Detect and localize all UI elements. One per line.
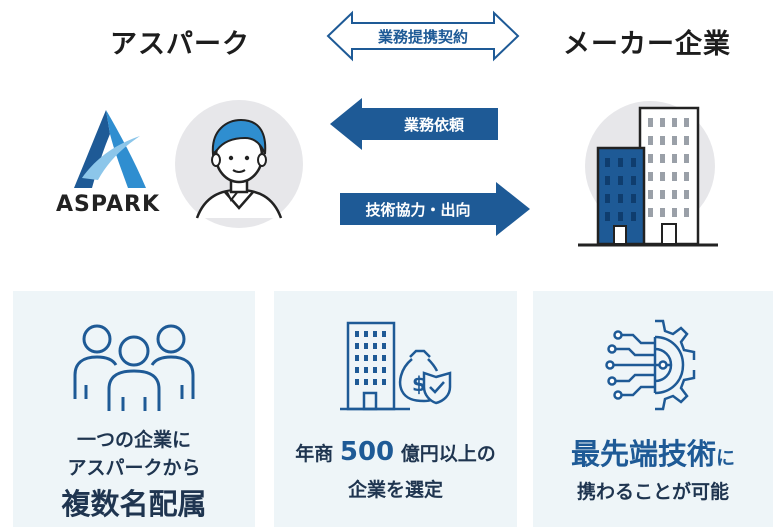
partnership-label: 業務提携契約	[377, 28, 468, 46]
svg-text:$: $	[412, 372, 426, 396]
panel3-highlight: 最先端技術	[570, 437, 716, 471]
aspark-logo-text: ASPARK	[56, 192, 160, 217]
panel2-line2: 企業を選定	[347, 479, 443, 501]
panel-company-selection: $ 年商 500 億円以上の 企業を選定	[274, 291, 517, 527]
request-arrow: 業務依頼	[330, 98, 498, 150]
cooperation-label: 技術協力・出向	[365, 201, 471, 219]
engineer-avatar	[175, 100, 303, 228]
cooperation-arrow: 技術協力・出向	[340, 182, 530, 236]
panel1-line1: 一つの企業に	[76, 429, 191, 451]
maker-company-building	[578, 100, 718, 248]
aspark-logo-mark-icon	[74, 110, 146, 188]
panel1-line3: 複数名配属	[61, 487, 207, 521]
panel1-line2: アスパークから	[67, 457, 201, 479]
panel2-number: 500	[339, 437, 395, 467]
building-icon	[578, 101, 718, 247]
gear-circuit-icon	[605, 319, 696, 411]
panel2-prefix: 年商	[295, 443, 334, 465]
engineer-person-icon	[175, 100, 303, 228]
panel2-line1: 年商 500 億円以上の	[274, 437, 517, 467]
panel-multiple-assignment: 一つの企業に アスパークから 複数名配属	[13, 291, 255, 527]
panel3-tail: に	[716, 447, 736, 469]
aspark-title: アスパーク	[110, 29, 250, 60]
panel2-suffix: 億円以上の	[400, 443, 496, 465]
partnership-arrow: 業務提携契約	[326, 10, 520, 62]
panel3-line1: 最先端技術に	[533, 431, 773, 473]
people-group-icon	[73, 324, 195, 411]
panel3-line2: 携わることが可能	[576, 481, 729, 503]
request-label: 業務依頼	[403, 116, 464, 134]
panel-cutting-edge-tech: 最先端技術に 携わることが可能	[533, 291, 773, 527]
maker-company-title: メーカー企業	[563, 29, 731, 60]
aspark-logo: ASPARK	[48, 108, 168, 220]
building-money-icon: $	[340, 321, 452, 411]
